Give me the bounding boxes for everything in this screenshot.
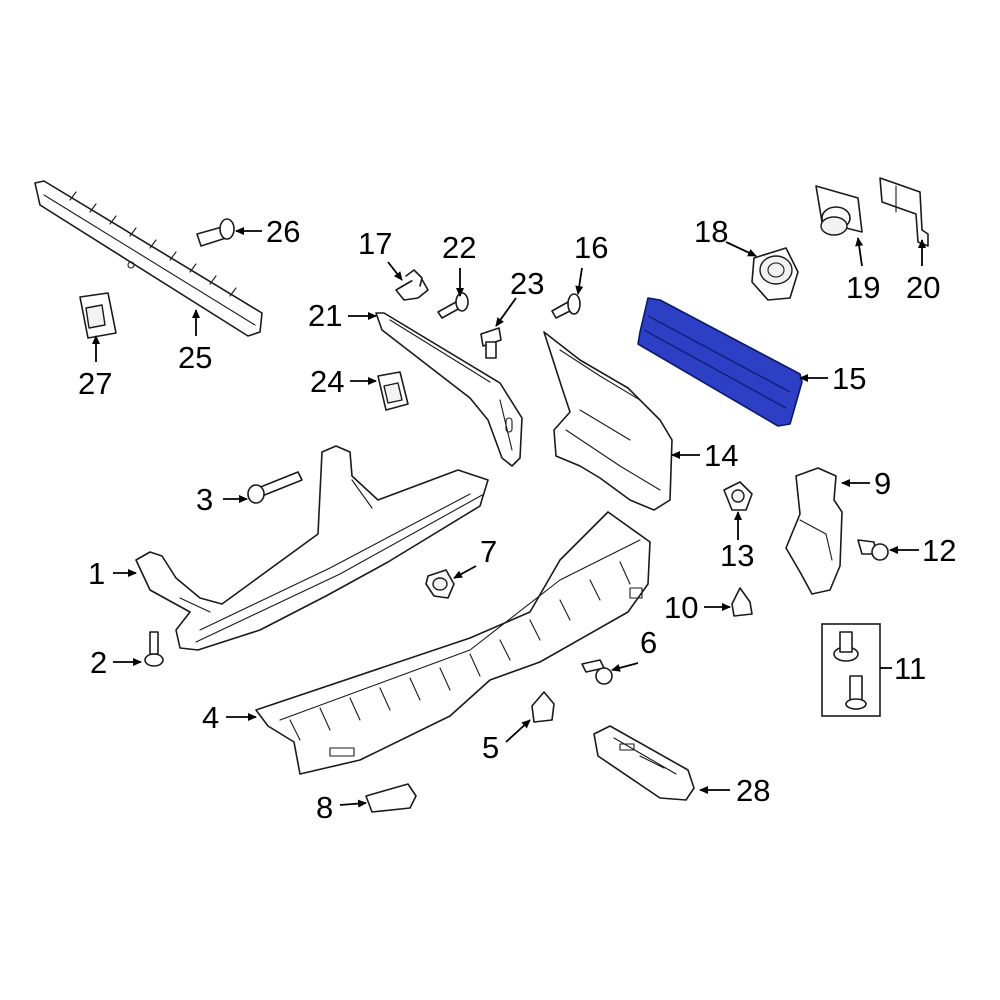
callout-10: 10 xyxy=(664,590,698,625)
part-19-mount[interactable] xyxy=(815,185,863,236)
part-5-push-pin[interactable] xyxy=(531,691,555,723)
part-28-step-bracket[interactable] xyxy=(593,725,695,801)
leader-18 xyxy=(725,241,757,257)
part-16-bolt[interactable] xyxy=(551,293,581,319)
leader-lines xyxy=(92,227,926,808)
callout-8: 8 xyxy=(316,790,333,825)
part-13-nut[interactable] xyxy=(723,481,753,511)
leader-23 xyxy=(495,297,517,327)
part-27-clip[interactable] xyxy=(79,292,117,339)
leader-8 xyxy=(339,799,367,808)
callout-6: 6 xyxy=(640,625,657,660)
part-6-bolt[interactable] xyxy=(581,659,613,685)
callout-7: 7 xyxy=(480,534,497,569)
leader-17 xyxy=(387,261,403,281)
part-14-side-bracket[interactable] xyxy=(543,331,673,511)
callout-15: 15 xyxy=(832,361,866,396)
callout-9: 9 xyxy=(874,466,891,501)
callout-22: 22 xyxy=(442,230,476,265)
callout-16: 16 xyxy=(574,230,608,265)
callout-2: 2 xyxy=(90,645,107,680)
part-23-bolt[interactable] xyxy=(480,327,502,359)
callout-14: 14 xyxy=(704,438,738,473)
part-10-pin[interactable] xyxy=(731,587,753,617)
part-21-bracket[interactable] xyxy=(375,312,523,467)
callout-23: 23 xyxy=(510,266,544,301)
part-1-bumper-reinforcement[interactable] xyxy=(135,445,489,651)
part-8-reflector[interactable] xyxy=(365,783,417,813)
part-22-screw[interactable] xyxy=(437,292,469,319)
callout-12: 12 xyxy=(922,533,956,568)
callout-28: 28 xyxy=(736,773,770,808)
leader-6 xyxy=(611,662,639,672)
callout-4: 4 xyxy=(202,700,219,735)
part-18-flange-nut[interactable] xyxy=(751,247,799,301)
part-3-bolt[interactable] xyxy=(247,471,303,504)
callout-20: 20 xyxy=(906,270,940,305)
leader-19 xyxy=(855,237,864,267)
part-20-bracket[interactable] xyxy=(879,177,929,247)
callout-17: 17 xyxy=(358,226,392,261)
callout-13: 13 xyxy=(720,538,754,573)
callout-26: 26 xyxy=(266,214,300,249)
callout-numbers: 1 2 3 4 5 6 7 8 9 10 11 12 13 14 15 16 1… xyxy=(78,214,956,825)
part-26-bolt[interactable] xyxy=(196,218,235,247)
callout-19: 19 xyxy=(846,270,880,305)
leader-16 xyxy=(575,267,584,295)
callout-5: 5 xyxy=(482,730,499,765)
part-2-stud-bolt[interactable] xyxy=(144,631,164,667)
part-25-energy-absorber[interactable] xyxy=(34,180,263,337)
callout-11: 11 xyxy=(894,651,926,686)
callout-21: 21 xyxy=(308,298,342,333)
callout-18: 18 xyxy=(694,214,728,249)
part-15-reinforcement-highlighted[interactable] xyxy=(637,297,803,427)
part-17-push-pin[interactable] xyxy=(395,269,429,301)
part-7-push-clip[interactable] xyxy=(425,569,455,599)
callout-27: 27 xyxy=(78,366,112,401)
part-24-retainer[interactable] xyxy=(377,371,409,411)
part-9-lower-bracket[interactable] xyxy=(785,467,843,595)
part-12-bolt[interactable] xyxy=(857,539,889,561)
leader-5 xyxy=(505,719,531,743)
part-4-step-pad[interactable] xyxy=(255,511,651,775)
callout-24: 24 xyxy=(310,364,344,399)
part-11-hardware-set[interactable] xyxy=(821,623,881,717)
callout-3: 3 xyxy=(196,482,213,517)
callout-25: 25 xyxy=(178,340,212,375)
callout-1: 1 xyxy=(88,556,105,591)
leader-7 xyxy=(453,565,477,579)
